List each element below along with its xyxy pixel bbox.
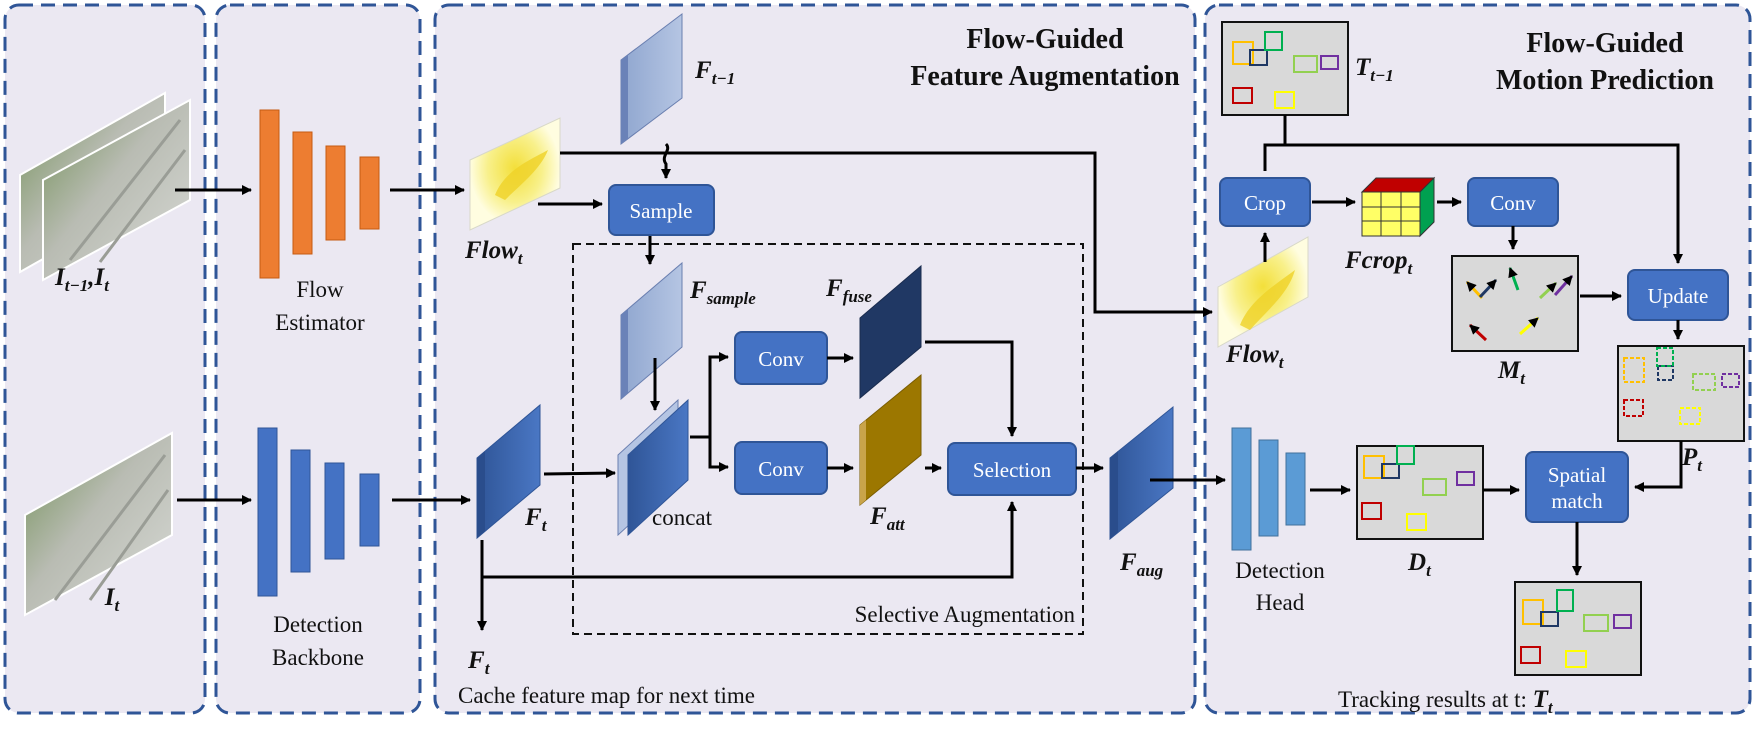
selective-augmentation-box bbox=[572, 243, 1084, 635]
f-att-label: Fatt bbox=[869, 503, 906, 534]
augmentation-title-line1: Flow-Guided bbox=[966, 24, 1124, 55]
selection-button-label: Selection bbox=[973, 458, 1052, 482]
spatial-match-label-2: match bbox=[1551, 489, 1603, 513]
conv-motion-button[interactable]: Conv bbox=[1467, 177, 1559, 227]
motion-title-line1: Flow-Guided bbox=[1526, 28, 1684, 59]
sample-button-label: Sample bbox=[630, 199, 693, 223]
m-label: Mt bbox=[1497, 357, 1526, 388]
concat-label: concat bbox=[652, 505, 713, 530]
input-frame-single bbox=[24, 431, 173, 617]
panel-motion-prediction bbox=[1203, 3, 1752, 715]
conv-bottom-button[interactable]: Conv bbox=[734, 441, 828, 495]
conv-motion-label: Conv bbox=[1490, 191, 1536, 215]
conv-top-label: Conv bbox=[758, 347, 804, 371]
detection-head-network bbox=[1231, 427, 1306, 551]
f-t-cache-label: Ft bbox=[467, 647, 491, 678]
selection-button[interactable]: Selection bbox=[947, 442, 1077, 496]
fcrop-cube-icon bbox=[1360, 176, 1436, 238]
detection-head-label-2: Head bbox=[1256, 590, 1305, 615]
feature-map-f-att bbox=[859, 373, 922, 507]
feature-map-f-fuse bbox=[859, 264, 922, 400]
crop-button[interactable]: Crop bbox=[1219, 177, 1311, 227]
crop-button-label: Crop bbox=[1244, 191, 1286, 215]
f-prev-label: Ft−1 bbox=[694, 57, 735, 88]
detection-backbone-label-2: Backbone bbox=[272, 645, 364, 670]
fcrop-label: Fcropt bbox=[1344, 247, 1414, 278]
detection-backbone-label-1: Detection bbox=[273, 612, 363, 637]
f-sample-label: Fsample bbox=[689, 277, 756, 308]
tracks-result-box bbox=[1514, 581, 1642, 676]
detections-box bbox=[1356, 445, 1484, 540]
flow-image-motion bbox=[1217, 236, 1309, 348]
tracks-prev-box bbox=[1221, 21, 1349, 116]
p-label: Pt bbox=[1681, 444, 1703, 475]
flow-label-motion: Flowt bbox=[1225, 341, 1285, 372]
tracking-result-caption: Tracking results at t: Tt bbox=[1338, 686, 1554, 717]
feature-map-f-t bbox=[476, 403, 541, 540]
spatial-match-button[interactable]: Spatial match bbox=[1525, 451, 1629, 523]
t-prev-label: Tt−1 bbox=[1355, 54, 1394, 85]
conv-bottom-label: Conv bbox=[758, 457, 804, 481]
flow-estimator-network bbox=[259, 109, 380, 279]
input-pair-label: It−1,It bbox=[54, 264, 110, 295]
motion-title-line2: Motion Prediction bbox=[1496, 65, 1714, 96]
motion-vectors-box bbox=[1451, 255, 1579, 352]
update-button[interactable]: Update bbox=[1627, 269, 1729, 321]
feature-map-f-sample bbox=[620, 261, 683, 401]
f-t-label: Ft bbox=[524, 504, 548, 535]
sample-button[interactable]: Sample bbox=[608, 184, 715, 236]
detection-backbone-network bbox=[257, 427, 380, 597]
flow-label-augmentation: Flowt bbox=[464, 237, 524, 268]
detection-head-label-1: Detection bbox=[1235, 558, 1325, 583]
flow-estimator-label-1: Flow bbox=[296, 277, 344, 302]
augmentation-title-line2: Feature Augmentation bbox=[910, 61, 1180, 92]
cache-note: Cache feature map for next time bbox=[458, 683, 755, 708]
f-fuse-label: Ffuse bbox=[825, 275, 872, 306]
panel-networks bbox=[214, 3, 422, 715]
update-button-label: Update bbox=[1648, 284, 1709, 308]
spatial-match-label-1: Spatial bbox=[1548, 463, 1606, 487]
feature-map-f-aug bbox=[1109, 405, 1174, 541]
connector-arrows bbox=[175, 115, 1683, 631]
predicted-tracks-box bbox=[1617, 345, 1745, 442]
f-aug-label: Faug bbox=[1119, 549, 1164, 580]
d-label: Dt bbox=[1407, 549, 1432, 580]
input-frame-pair bbox=[19, 91, 191, 282]
conv-top-button[interactable]: Conv bbox=[734, 331, 828, 385]
concat-feature-map bbox=[617, 398, 689, 537]
flow-estimator-label-2: Estimator bbox=[275, 310, 365, 335]
flow-image-augmentation bbox=[469, 117, 561, 231]
input-single-label: It bbox=[104, 584, 121, 615]
selective-augmentation-label: Selective Augmentation bbox=[855, 602, 1076, 627]
feature-map-f-prev bbox=[620, 12, 683, 146]
